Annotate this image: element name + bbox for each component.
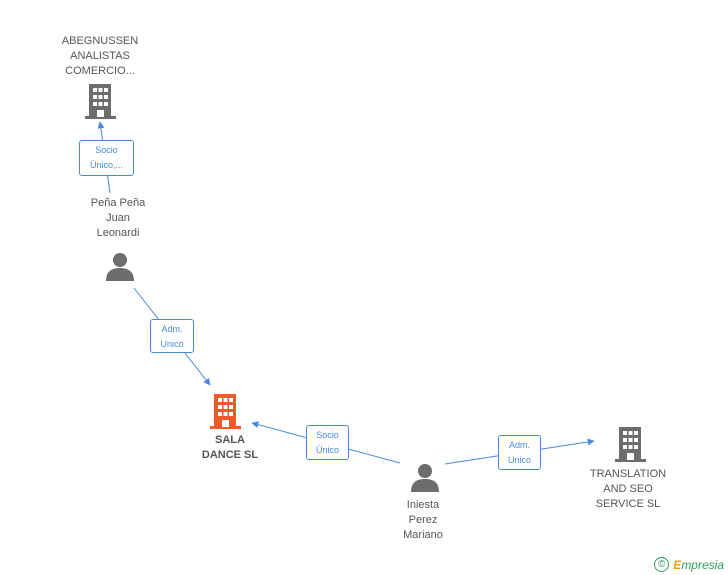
building-icon-main[interactable]: [210, 394, 242, 430]
empresia-logo: Empresia: [673, 557, 724, 572]
building-icon[interactable]: [615, 427, 647, 463]
empresia-credit[interactable]: ©Empresia: [654, 557, 724, 572]
person-icon[interactable]: [106, 252, 134, 282]
edge-label-socio-unico[interactable]: Socio Único,...: [79, 140, 134, 176]
edge-label-socio-unico[interactable]: Socio Único: [306, 425, 349, 460]
building-icon[interactable]: [85, 84, 117, 120]
node-label-sala-dance[interactable]: SALA DANCE SL: [201, 434, 259, 461]
copyright-icon: ©: [654, 557, 670, 572]
edge-label-adm-unico[interactable]: Adm. Unico: [150, 319, 194, 353]
node-label-iniesta[interactable]: Iniesta Perez Mariano: [403, 499, 443, 541]
node-label-abegnussen[interactable]: ABEGNUSSEN ANALISTAS COMERCIO...: [61, 35, 139, 77]
node-label-translation[interactable]: TRANSLATION AND SEO SERVICE SL: [589, 468, 667, 510]
node-label-pena[interactable]: Peña Peña Juan Leonardi: [90, 197, 146, 239]
edge-label-adm-unico[interactable]: Adm. Unico: [498, 435, 541, 470]
person-icon[interactable]: [411, 463, 439, 493]
